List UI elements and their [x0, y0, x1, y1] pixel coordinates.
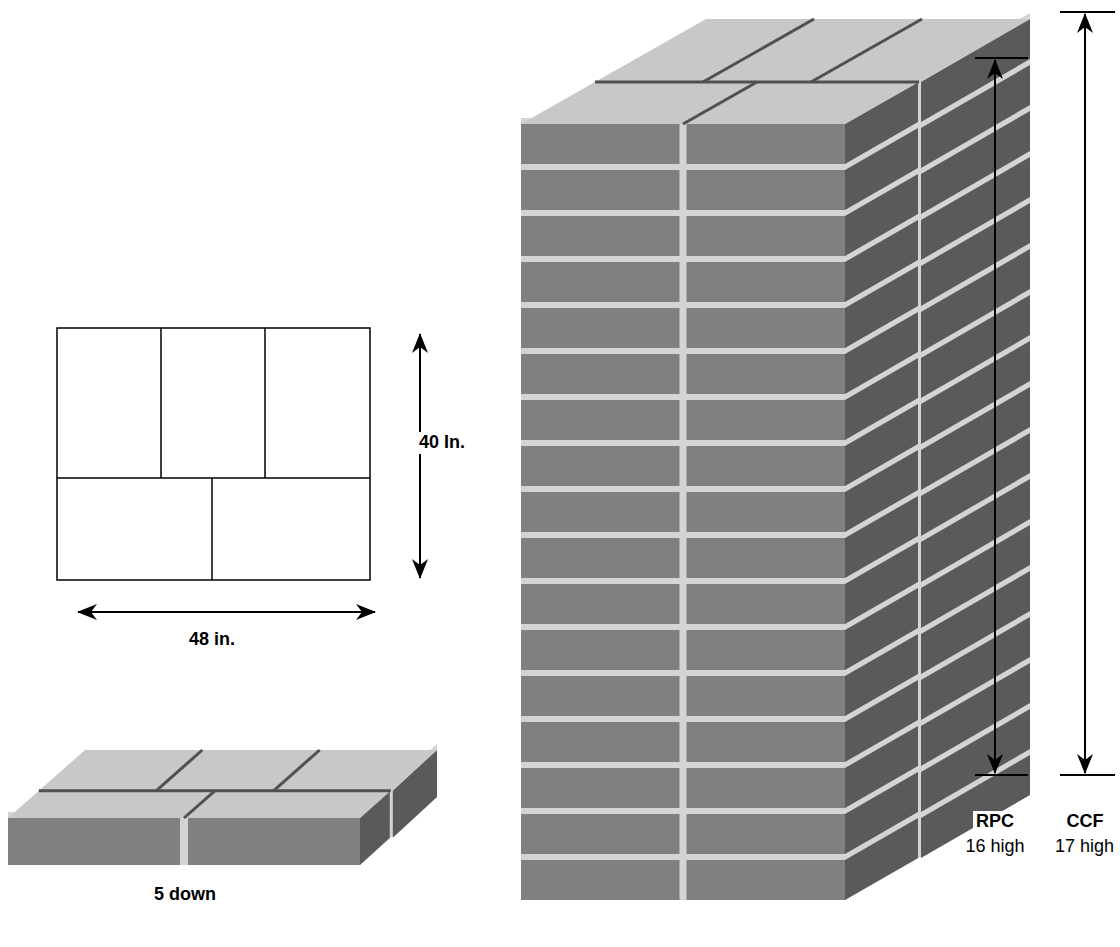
pallet-top-view: [57, 328, 370, 580]
box-front: [687, 170, 846, 210]
caption-label: RPC: [973, 811, 1017, 833]
height-dimension-lines: [975, 12, 1115, 775]
box-front: [687, 446, 846, 486]
box-front: [687, 768, 846, 808]
box-divider: [184, 791, 215, 818]
box-front: [521, 216, 680, 256]
dimension-label: 48 in.: [186, 629, 238, 651]
box-front: [521, 492, 680, 532]
box-front: [521, 400, 680, 440]
box-divider: [683, 82, 757, 124]
box-front: [521, 584, 680, 624]
box-front: [687, 676, 846, 716]
box-front: [687, 308, 846, 348]
box-front: [687, 262, 846, 302]
box-front: [521, 814, 680, 854]
box-divider: [703, 19, 814, 82]
pallet-stack-illustration: [521, 13, 1030, 900]
layer-gap: [521, 13, 1030, 164]
box-front: [687, 216, 846, 256]
caption-label: CCF: [1064, 811, 1107, 833]
box-front: [687, 630, 846, 670]
box-front: [687, 584, 846, 624]
box-front: [687, 814, 846, 854]
dimension-arrows: [78, 334, 420, 612]
single-layer-illustration: [8, 744, 437, 865]
box-front: [521, 262, 680, 302]
box-front: [521, 170, 680, 210]
box-front: [521, 860, 680, 900]
box-front: [687, 492, 846, 532]
box-front: [521, 354, 680, 394]
box-front: [687, 722, 846, 762]
box-front: [521, 768, 680, 808]
height-label: 16 high: [962, 836, 1027, 858]
box-front: [687, 400, 846, 440]
box-front: [521, 124, 680, 164]
box-front: [8, 818, 180, 865]
box-front: [188, 818, 360, 865]
box-front: [687, 538, 846, 578]
box-top: [8, 750, 437, 818]
dimension-label: 40 In.: [416, 432, 468, 454]
box-front: [687, 354, 846, 394]
box-front: [687, 860, 846, 900]
box-divider: [156, 750, 202, 791]
box-front: [687, 124, 846, 164]
box-front: [521, 722, 680, 762]
height-label: 17 high: [1052, 836, 1117, 858]
box-divider: [811, 19, 922, 82]
box-front: [521, 630, 680, 670]
box-front: [521, 676, 680, 716]
box-front: [521, 446, 680, 486]
box-top: [521, 19, 1030, 124]
layer-gap: [8, 744, 437, 865]
caption-label: 5 down: [151, 884, 219, 906]
box-divider: [273, 750, 319, 791]
box-front: [521, 308, 680, 348]
box-front: [521, 538, 680, 578]
